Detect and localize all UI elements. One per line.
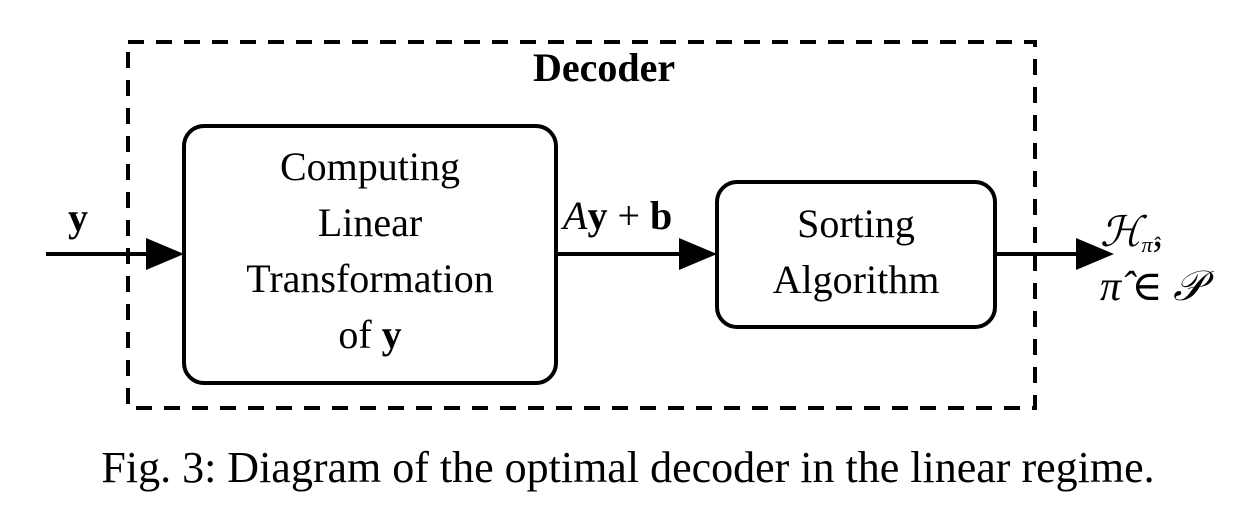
box1-line4-prefix: of [338, 312, 382, 357]
box1-line4-var: y [381, 312, 402, 357]
output-pi-hat: π̂ [1100, 264, 1122, 310]
middle-arrowhead [679, 238, 717, 270]
box1-line2: Linear [317, 200, 423, 245]
output-H: ℋ [1100, 210, 1142, 256]
intermediate-label: Ay + b [563, 196, 672, 236]
output-P: 𝒫 [1173, 264, 1204, 310]
decoder-boundary [126, 40, 1037, 410]
box2-line1: Sorting [797, 201, 915, 246]
decoder-title: Decoder [533, 45, 676, 90]
matrix-A: A [563, 193, 588, 238]
vector-y: y [587, 193, 608, 238]
output-in: ∈ [1121, 264, 1174, 310]
box1-line1: Computing [279, 144, 461, 189]
output-comma: , [1152, 210, 1164, 256]
vector-b: b [650, 193, 673, 238]
linear-transformation-label: Computing Linear Transformation of y [184, 139, 556, 363]
output-label-line1: ℋπ̂, [1100, 212, 1163, 256]
input-arrowhead [146, 238, 184, 270]
sorting-algorithm-label: Sorting Algorithm [717, 196, 995, 308]
input-label: y [68, 195, 88, 240]
box1-line3: Transformation [246, 256, 494, 301]
output-arrowhead [1076, 238, 1114, 270]
box2-line2: Algorithm [772, 257, 940, 302]
output-label-line2: π̂ ∈ 𝒫 [1100, 266, 1203, 308]
output-H-subscript: π̂ [1141, 232, 1153, 257]
figure-caption: Fig. 3: Diagram of the optimal decoder i… [101, 443, 1155, 492]
plus-sign: + [607, 193, 650, 238]
box1-line4: of y [184, 307, 556, 363]
